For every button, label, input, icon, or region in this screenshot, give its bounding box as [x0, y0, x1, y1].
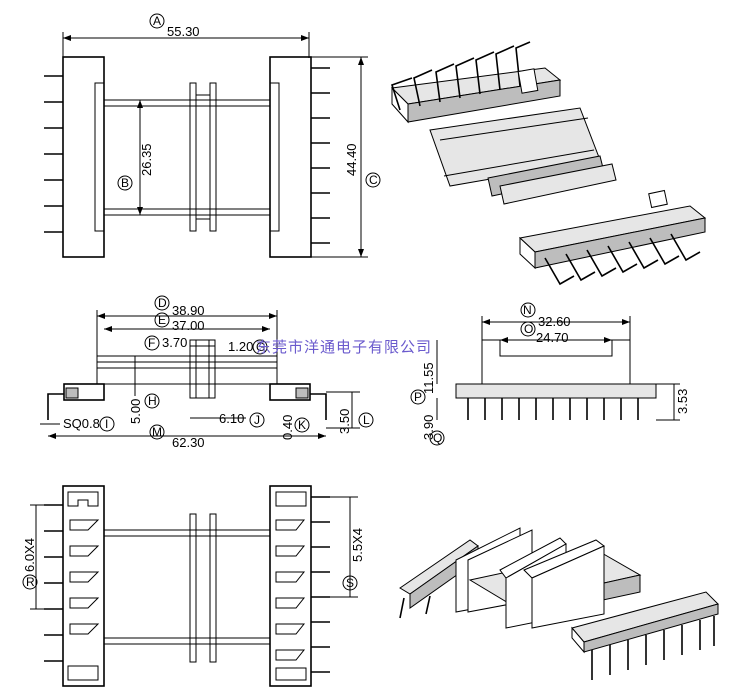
dim-q-value: 3.90: [421, 415, 436, 440]
dim-i-value: SQ0.8: [63, 416, 100, 431]
label-b: B: [121, 176, 129, 190]
dim-e-value: 37.00: [172, 318, 205, 333]
label-g: G: [256, 340, 265, 354]
watermark-text: 东莞市洋通电子有限公司: [256, 338, 432, 356]
label-e: E: [158, 313, 166, 327]
label-k: K: [298, 418, 306, 432]
dim-j-value: 6.10: [219, 411, 244, 426]
dim-o-value: 24.70: [536, 330, 569, 345]
iso-top-pins-lower: [544, 233, 701, 286]
top-view-left-pins: [44, 75, 63, 233]
label-c: C: [369, 173, 378, 187]
iso-bottom-pins: [591, 616, 715, 680]
top-view-right-pins: [311, 67, 330, 244]
dim-k-value: 0.40: [280, 415, 295, 440]
top-view: 55.30 A: [44, 13, 381, 258]
front-view: 38.90 D 37.00 E 3.70 F 1.20 G: [40, 295, 374, 450]
label-m: M: [152, 425, 162, 439]
dim-d-value: 38.90: [172, 303, 205, 318]
label-o: O: [524, 322, 533, 336]
label-h: H: [148, 394, 157, 408]
isometric-view-bottom: [399, 527, 719, 680]
dim-c-value: 44.40: [344, 143, 359, 176]
label-s: S: [346, 576, 354, 590]
label-d: D: [158, 296, 167, 310]
label-p: P: [414, 390, 422, 404]
dim-f-value: 3.70: [162, 335, 187, 350]
dim-r-value: 6.0X4: [22, 538, 37, 572]
label-n: N: [523, 303, 532, 317]
dim-n-value: 32.60: [538, 314, 571, 329]
bottom-view-right-pins: [311, 496, 330, 673]
label-a: A: [153, 14, 161, 28]
dim-b-value: 26.35: [139, 143, 154, 176]
dim-m-value: 62.30: [172, 435, 205, 450]
label-l: L: [363, 413, 370, 427]
side-view-pins: [467, 398, 639, 420]
isometric-view-top: [390, 41, 707, 286]
bottom-view-left-slots: [67, 491, 100, 681]
dim-h-value: 5.00: [128, 399, 143, 424]
dim-side-height-value: 3.53: [675, 389, 690, 414]
dim-g-value: 1.20: [228, 339, 253, 354]
dim-l-value: 3.50: [337, 409, 352, 434]
bottom-view-left-pins: [44, 504, 63, 662]
label-q: Q: [433, 431, 442, 445]
label-j: J: [254, 413, 260, 427]
dim-s-value: 5.5X4: [350, 528, 365, 562]
label-f: F: [148, 336, 155, 350]
bottom-view: 6.0X4 R 5.5X4 S: [22, 485, 365, 687]
label-i: I: [105, 417, 108, 431]
side-view: 32.60 N 24.70 O 11.55 P: [410, 302, 690, 446]
bottom-view-right-slots: [275, 491, 307, 681]
dim-a-value: 55.30: [167, 24, 200, 39]
dim-p-value: 11.55: [421, 362, 436, 394]
label-r: R: [26, 575, 35, 589]
